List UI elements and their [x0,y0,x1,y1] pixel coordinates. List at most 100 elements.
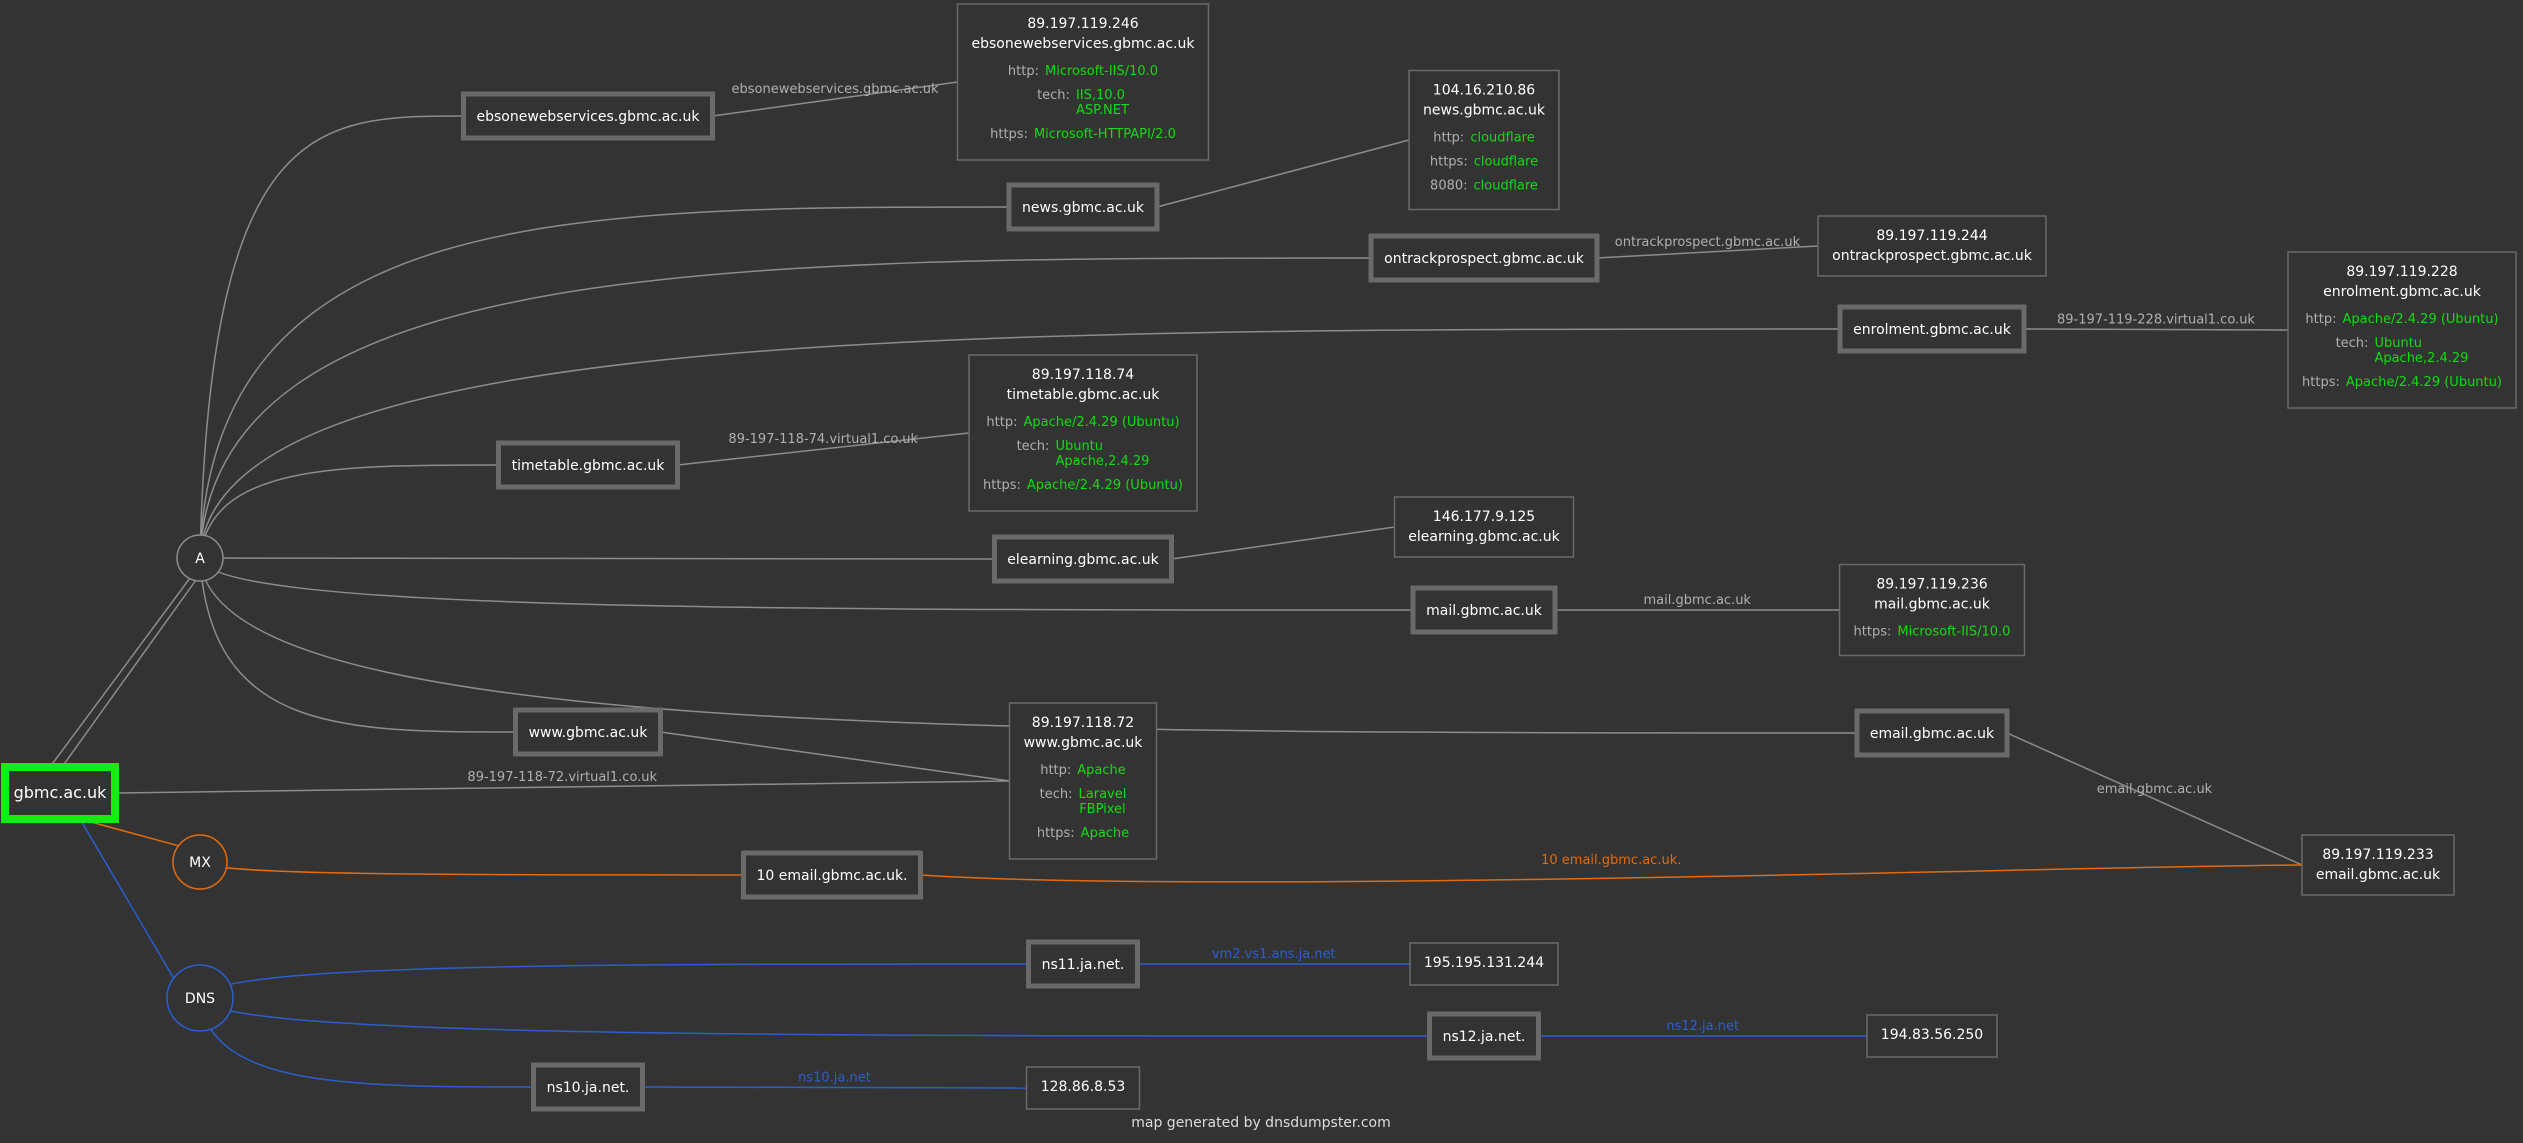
ip-hostname: www.gbmc.ac.uk [1024,735,1144,751]
host-node-label: www.gbmc.ac.uk [529,725,649,741]
host-node-border [531,1062,645,1112]
host-node-enrolment-gbmc-ac-uk[interactable]: enrolment.gbmc.ac.uk [1837,304,2027,354]
edge-host-ip [1171,526,1395,560]
ip-address: 128.86.8.53 [1041,1079,1126,1095]
ip-hostname: email.gbmc.ac.uk [2316,867,2441,883]
ip-node-128-86-8-53[interactable]: 128.86.8.53 [1025,1066,1141,1110]
host-node-ontrackprospect-gbmc-ac-uk[interactable]: ontrackprospect.gbmc.ac.uk [1368,233,1600,283]
edge-label: 10 email.gbmc.ac.uk. [1541,853,1681,868]
service-key: http: [986,415,1017,430]
host-node-label: ebsonewebservices.gbmc.ac.uk [477,109,701,125]
host-node-label: ontrackprospect.gbmc.ac.uk [1384,251,1585,267]
service-key: http: [2305,312,2336,327]
ip-node-89-197-118-74[interactable]: 89.197.118.74timetable.gbmc.ac.ukhttp:Ap… [968,354,1198,512]
service-value: Apache [1081,826,1130,841]
host-node-ns12-ja-net[interactable]: ns12.ja.net. [1427,1011,1541,1061]
edge-label: mail.gbmc.ac.uk [1644,593,1752,608]
host-node-10-email-gbmc-ac-uk[interactable]: 10 email.gbmc.ac.uk. [741,850,923,900]
ip-address: 89.197.119.246 [1027,16,1138,32]
host-node-border [496,440,680,490]
service-key: tech: [1037,88,1070,103]
record-group-circle [176,534,224,582]
edge-group-host [199,557,1858,734]
ip-hostname: enrolment.gbmc.ac.uk [2323,284,2482,300]
domain-node[interactable]: gbmc.ac.uk [1,763,119,823]
record-group-a[interactable]: A [176,534,224,582]
record-group-label: DNS [185,991,215,1007]
ip-address: 146.177.9.125 [1433,509,1535,525]
edge-label: 89-197-118-72.virtual1.co.uk [467,770,657,785]
host-node-border [992,534,1174,584]
service-key: tech: [2336,336,2369,351]
ip-node-border [2287,251,2517,409]
ip-node-89-197-119-236[interactable]: 89.197.119.236mail.gbmc.ac.ukhttps:Micro… [1838,563,2026,657]
ip-address: 195.195.131.244 [1424,955,1544,971]
edge-label: ontrackprospect.gbmc.ac.uk [1615,235,1801,250]
service-value: FBPixel [1079,802,1125,817]
record-group-label: A [195,551,205,567]
edge-domain-mx [79,818,179,847]
ip-node-195-195-131-244[interactable]: 195.195.131.244 [1409,942,1559,986]
host-node-ebsonewebservices-gbmc-ac-uk[interactable]: ebsonewebservices.gbmc.ac.uk [461,91,715,141]
edge-domain-a-2 [61,579,197,768]
service-value: Microsoft-IIS/10.0 [1897,625,2010,640]
service-value: Apache,2.4.29 [2374,351,2468,366]
edge-domain-a-1 [49,577,191,768]
domain-node-border [1,763,119,823]
edge-label: email.gbmc.ac.uk [2097,782,2213,797]
ip-node-border [1817,215,2047,277]
ip-node-89-197-118-72[interactable]: 89.197.118.72www.gbmc.ac.ukhttp:Apachete… [1008,702,1158,860]
host-node-news-gbmc-ac-uk[interactable]: news.gbmc.ac.uk [1006,182,1160,232]
edge-host-ip [1156,139,1410,208]
host-node-label: elearning.gbmc.ac.uk [1007,552,1159,568]
ip-node-146-177-9-125[interactable]: 146.177.9.125 elearning.gbmc.ac.uk [1393,496,1575,558]
host-node-border [461,91,715,141]
service-value: Ubuntu [1055,439,1103,454]
record-group-circle [172,834,228,890]
host-node-ns10-ja-net[interactable]: ns10.ja.net. [531,1062,645,1112]
ip-node-89-197-119-246[interactable]: 89.197.119.246ebsonewebservices.gbmc.ac.… [956,3,1210,161]
ip-address: 89.197.119.228 [2346,264,2457,280]
edge-label: ns12.ja.net [1666,1019,1739,1034]
ip-node-104-16-210-86[interactable]: 104.16.210.86news.gbmc.ac.ukhttp:cloudfl… [1408,69,1560,211]
edge-group-host [199,557,516,733]
host-node-elearning-gbmc-ac-uk[interactable]: elearning.gbmc.ac.uk [992,534,1174,584]
host-node-timetable-gbmc-ac-uk[interactable]: timetable.gbmc.ac.uk [496,440,680,490]
host-node-www-gbmc-ac-uk[interactable]: www.gbmc.ac.uk [513,707,663,757]
host-node-border [1368,233,1600,283]
footer-credit: map generated by dnsdumpster.com [1131,1115,1391,1131]
service-key: tech: [1040,787,1073,802]
host-node-label: enrolment.gbmc.ac.uk [1853,322,2012,338]
record-group-mx[interactable]: MX [172,834,228,890]
service-value: Ubuntu [2374,336,2422,351]
host-node-border [1410,585,1558,635]
host-node-mail-gbmc-ac-uk[interactable]: mail.gbmc.ac.uk [1410,585,1558,635]
ip-node-89-197-119-228[interactable]: 89.197.119.228 enrolment.gbmc.ac.uk http: A… [2287,251,2517,409]
ip-address: 194.83.56.250 [1881,1027,1983,1043]
ip-node-194-83-56-250[interactable]: 194.83.56.250 [1866,1014,1998,1058]
host-node-label: 10 email.gbmc.ac.uk. [756,868,907,884]
host-node-label: ns12.ja.net. [1443,1029,1526,1045]
ip-hostname: elearning.gbmc.ac.uk [1408,529,1560,545]
ip-address: 89.197.118.72 [1032,715,1134,731]
ip-node-border [1025,1066,1141,1110]
record-group-dns[interactable]: DNS [166,964,234,1032]
host-node-ns11-ja-net[interactable]: ns11.ja.net. [1026,939,1140,989]
service-key: http: [1008,64,1039,79]
host-node-label: timetable.gbmc.ac.uk [512,458,666,474]
service-value: IIS,10.0 [1076,88,1125,103]
ip-node-border [1393,496,1575,558]
edge-host-ip [2023,328,2289,331]
service-key: https: [1430,155,1468,170]
host-node-label: ns10.ja.net. [547,1080,630,1096]
host-node-email-gbmc-ac-uk[interactable]: email.gbmc.ac.uk [1854,708,2010,758]
service-value: Apache/2.4.29 (Ubuntu) [1023,415,1179,430]
service-key: https: [1854,625,1892,640]
ip-hostname: news.gbmc.ac.uk [1423,103,1546,119]
ip-address: 89.197.119.244 [1876,228,1987,244]
ip-node-border [968,354,1198,512]
